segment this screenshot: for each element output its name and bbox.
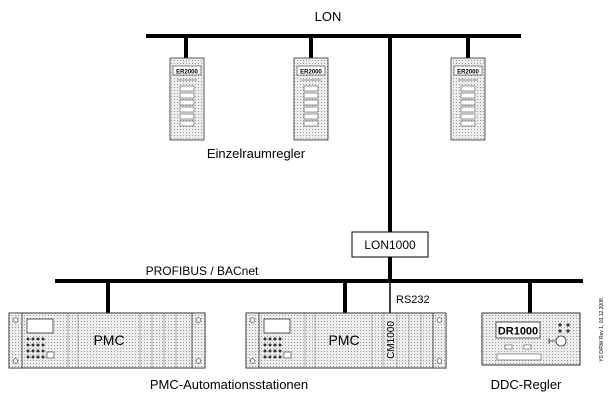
room-controller-1: ER2000 — [169, 57, 205, 141]
cm-module-label: CM1000 — [386, 321, 397, 359]
fieldbus-label: PROFIBUS / BACnet — [146, 264, 259, 278]
room-controller-1-model: ER2000 — [176, 70, 198, 76]
pmc-1-label: PMC — [93, 332, 124, 348]
revision-note: YS D/RW Rev 1, 03.12.2008 — [599, 298, 605, 362]
pmc-station-1: PMC — [8, 312, 206, 369]
room-controllers-label: Einzelraumregler — [207, 146, 306, 161]
lon-bus-label: LON — [315, 9, 342, 24]
room-controller-3-model: ER2000 — [457, 70, 479, 76]
pmc-2-label: PMC — [328, 332, 359, 348]
room-controller-3: ER2000 — [450, 57, 486, 141]
gateway-label: LON1000 — [364, 238, 416, 252]
automation-stations-label: PMC-Automationsstationen — [150, 377, 308, 392]
ddc-controller: DR1000 — [481, 312, 581, 366]
ddc-label: DDC-Regler — [491, 377, 562, 392]
rs232-label: RS232 — [396, 294, 430, 306]
ddc-model-label: DR1000 — [498, 326, 538, 338]
pmc-station-2: PMC CM1000 — [245, 312, 447, 369]
room-controller-2: ER2000 — [293, 57, 329, 141]
room-controller-2-model: ER2000 — [300, 70, 322, 76]
